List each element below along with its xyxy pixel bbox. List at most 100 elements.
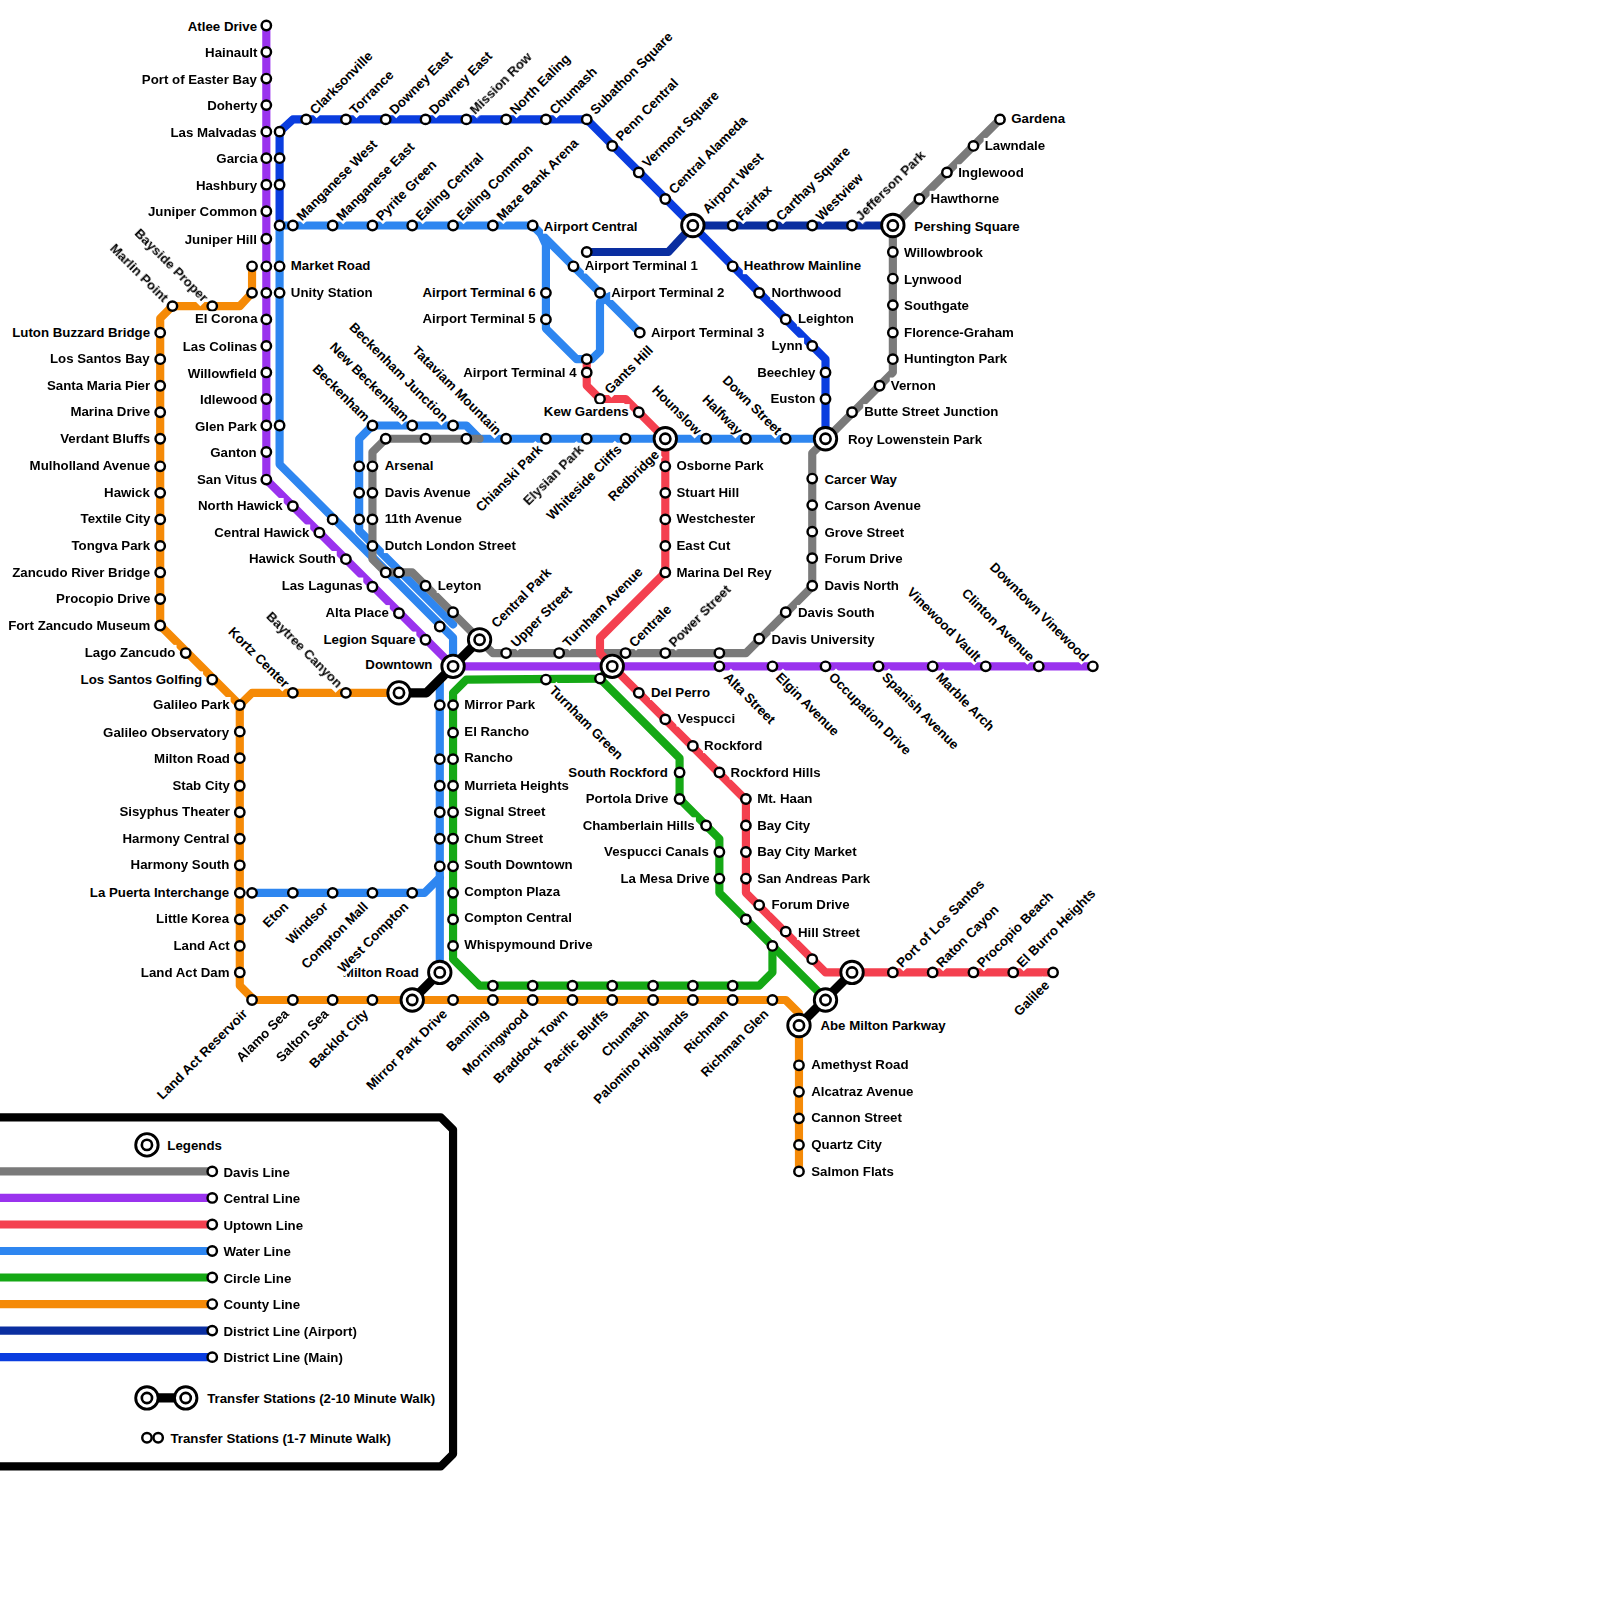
station-name: Gants Hill: [601, 341, 657, 397]
legend-text: Uptown Line: [222, 1217, 304, 1232]
station-dot: [368, 888, 377, 897]
station-name: Osborne Park: [676, 458, 765, 473]
station-dot: [328, 995, 337, 1004]
station-name: Quartz City: [810, 1136, 883, 1151]
station-name: Milton Road: [153, 751, 231, 766]
water-line: [280, 226, 640, 333]
station-name: Euston: [769, 390, 816, 405]
station-dot: [262, 207, 271, 216]
station-dot: [156, 515, 165, 524]
station-dot: [808, 954, 817, 963]
station-name: North Hawick: [197, 497, 284, 512]
station-dot: [354, 488, 363, 497]
station-name: Hill Street: [797, 924, 861, 939]
interchange-ring: [388, 682, 410, 704]
davis-line: [372, 119, 1000, 653]
station-dot: [448, 754, 457, 763]
station-dot: [582, 434, 591, 443]
interchange-ring: [601, 655, 623, 677]
station-dot: [554, 648, 563, 657]
station-dot: [156, 488, 165, 497]
station-name: Juniper Common: [147, 204, 258, 219]
station-dot: [262, 21, 271, 30]
county-line: [160, 266, 799, 1171]
county-line: [240, 693, 399, 705]
station-name: Marina Del Rey: [676, 564, 773, 579]
station-dot: [648, 981, 657, 990]
station-dot: [781, 927, 790, 936]
station-dot: [408, 888, 417, 897]
station-name: Unity Station: [290, 284, 374, 299]
station-name: Hawthorne: [930, 190, 1001, 205]
station-name: Davis Avenue: [384, 484, 472, 499]
station-dot: [595, 394, 604, 403]
station-dot: [969, 968, 978, 977]
station-dot: [235, 781, 244, 790]
station-dot: [754, 288, 763, 297]
station-dot: [208, 1167, 217, 1176]
station-name: Airport Terminal 4: [462, 364, 577, 379]
station-dot: [435, 754, 444, 763]
station-dot: [262, 288, 271, 297]
station-name: Inglewood: [957, 164, 1025, 179]
station-dot: [328, 888, 337, 897]
water-line: [440, 666, 453, 972]
station-name: Butte Street Junction: [863, 404, 999, 419]
station-name: Downtown: [364, 657, 433, 672]
station-dot: [488, 995, 497, 1004]
legend-text: County Line: [222, 1296, 301, 1311]
station-name: Bay City Market: [756, 843, 858, 858]
station-name: Port of Easter Bay: [141, 71, 258, 86]
station-dot: [821, 368, 830, 377]
legend-frame: [0, 1117, 453, 1466]
station-dot: [208, 1352, 217, 1361]
station-name: Alta Place: [324, 605, 389, 620]
station-dot: [262, 341, 271, 350]
station-dot: [341, 115, 350, 124]
interchange-dot: [888, 220, 898, 230]
station-dot: [741, 821, 750, 830]
station-dot: [794, 1061, 803, 1070]
station-dot: [661, 541, 670, 550]
station-name: Lawndale: [984, 137, 1046, 152]
station-dot: [969, 141, 978, 150]
station-dot: [634, 408, 643, 417]
station-dot: [888, 968, 897, 977]
station-name: Ealing Central: [412, 148, 487, 223]
interchange-ring: [841, 961, 863, 983]
station-name: Arsenal: [384, 458, 435, 473]
station-dot: [354, 462, 363, 471]
station-name: Airport Terminal 6: [421, 284, 536, 299]
station-dot: [715, 768, 724, 777]
station-name: Murrieta Heights: [463, 777, 570, 792]
station-dot: [381, 434, 390, 443]
station-dot: [794, 1167, 803, 1176]
station-name: Westchester: [676, 511, 757, 526]
interchange-ring: [401, 989, 423, 1011]
interchange-ring: [442, 655, 464, 677]
station-dot: [875, 381, 884, 390]
station-name: Vespucci: [677, 711, 737, 726]
station-name: Alcatraz Avenue: [810, 1083, 914, 1098]
station-dot: [262, 47, 271, 56]
station-name: Hainault: [204, 44, 258, 59]
station-name: Davis North: [823, 577, 899, 592]
station-dot: [368, 421, 377, 430]
station-name: Willowbrook: [903, 244, 984, 259]
station-name: Mt. Haan: [756, 790, 813, 805]
interchange-ring: [682, 214, 704, 236]
station-name: Huntington Park: [903, 351, 1008, 366]
station-dot: [156, 354, 165, 363]
station-dot: [462, 434, 471, 443]
station-dot: [582, 115, 591, 124]
station-name: Mulholland Avenue: [29, 458, 152, 473]
station-dot: [208, 1326, 217, 1335]
station-dot: [661, 515, 670, 524]
station-dot: [275, 180, 284, 189]
station-name: Sisyphus Theater: [118, 804, 231, 819]
station-dot: [688, 995, 697, 1004]
station-dot: [235, 888, 244, 897]
station-name: Textile City: [80, 511, 152, 526]
station-dot: [448, 995, 457, 1004]
station-dot: [1034, 662, 1043, 671]
